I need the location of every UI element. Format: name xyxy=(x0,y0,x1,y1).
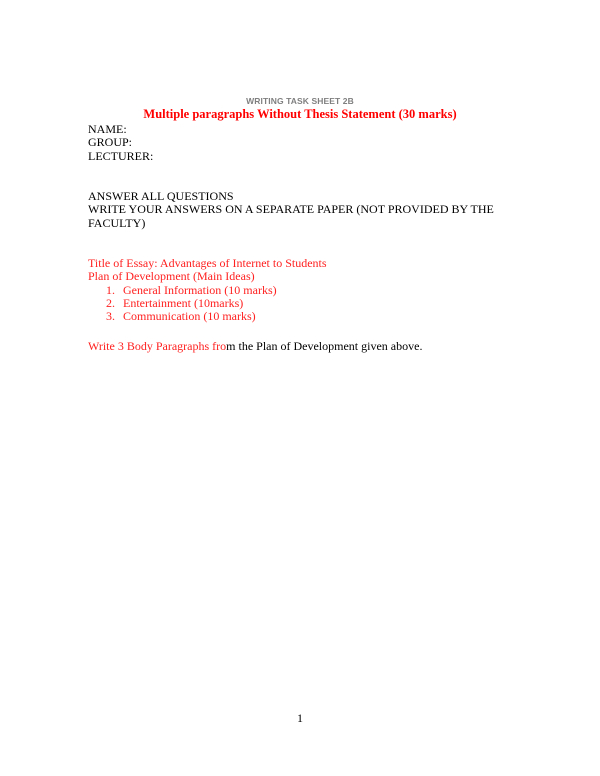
sheet-label: WRITING TASK SHEET 2B xyxy=(246,96,354,106)
main-heading: Multiple paragraphs Without Thesis State… xyxy=(143,107,457,121)
body-instruction-red: Write 3 Body Paragraphs fro xyxy=(88,339,227,353)
instruction-line: FACULTY) xyxy=(88,215,146,230)
body-instruction-black: m the Plan of Development given above. xyxy=(226,339,423,353)
instructions: ANSWER ALL QUESTIONS WRITE YOUR ANSWERS … xyxy=(88,189,528,230)
plan-item: 2. Entertainment (10marks) xyxy=(88,295,528,310)
plan-item: 1. General Information (10 marks) xyxy=(88,282,528,297)
plan-item-number: 2. xyxy=(106,295,115,310)
body-instruction: Write 3 Body Paragraphs from the Plan of… xyxy=(88,339,528,353)
instruction-line: WRITE YOUR ANSWERS ON A SEPARATE PAPER (… xyxy=(88,202,494,217)
instruction-line: ANSWER ALL QUESTIONS xyxy=(88,189,234,203)
name-field-label: NAME: xyxy=(88,122,127,136)
essay-title: Title of Essay: Advantages of Internet t… xyxy=(88,256,327,270)
student-fields: NAME: GROUP: LECTURER: xyxy=(88,122,154,163)
plan-item-text: Communication (10 marks) xyxy=(123,309,256,324)
plan-item-text: General Information (10 marks) xyxy=(123,282,277,297)
plan-item-number: 3. xyxy=(106,309,115,324)
group-field-label: GROUP: xyxy=(88,135,133,150)
plan-item-number: 1. xyxy=(106,282,115,297)
page-number: 1 xyxy=(297,711,303,725)
plan-item-text: Entertainment (10marks) xyxy=(123,295,244,310)
plan-heading: Plan of Development (Main Ideas) xyxy=(88,269,255,284)
plan-list: 1. General Information (10 marks) 2. Ent… xyxy=(88,282,528,324)
essay-section: Title of Essay: Advantages of Internet t… xyxy=(88,256,528,324)
lecturer-field-label: LECTURER: xyxy=(88,148,154,163)
plan-item: 3. Communication (10 marks) xyxy=(88,309,528,324)
